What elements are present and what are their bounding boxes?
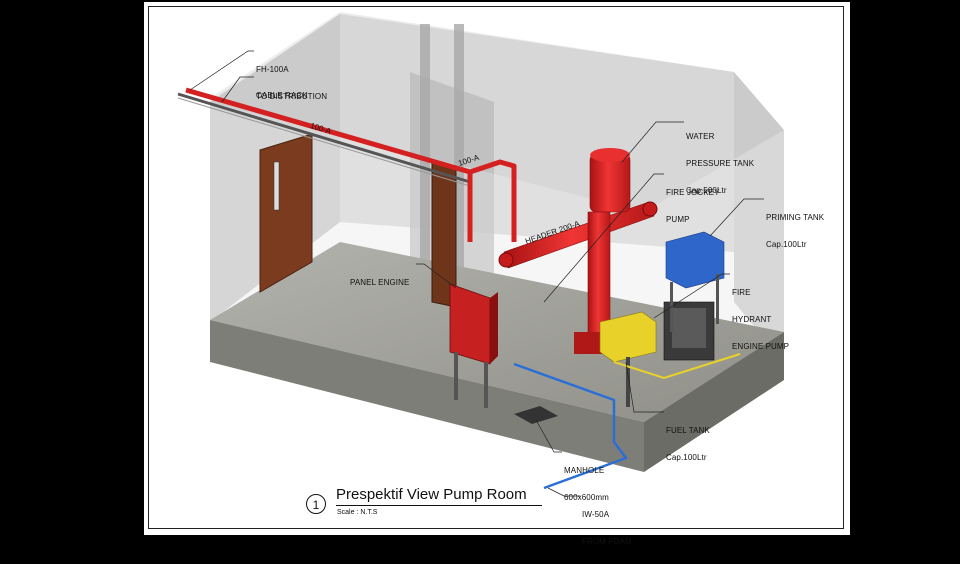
pump-room-perspective	[177, 12, 784, 497]
fuel-tank-leg	[626, 357, 630, 407]
leader-lines	[189, 50, 764, 497]
drawing-frame	[148, 6, 844, 529]
label-fuel-tank: FUEL TANK Cap.100Ltr	[666, 426, 710, 462]
panel-engine-side	[490, 292, 498, 364]
leader-hydrant	[653, 273, 730, 319]
label-water-pressure-tank: WATER PRESSURE TANK Cap.500Ltr	[686, 132, 755, 195]
pipe-fh100a	[185, 87, 517, 242]
column-1	[420, 24, 430, 264]
priming-tank	[665, 231, 725, 289]
tank-top	[590, 148, 630, 162]
leader-priming	[709, 198, 764, 237]
water-pressure-tank	[589, 153, 631, 213]
label-fh100a: FH-100A TO DISTRIBUTION	[256, 65, 328, 101]
leader-fh100a	[189, 50, 254, 91]
leader-iw50a	[547, 487, 580, 497]
label-cable-rack: CABLE RACK	[256, 91, 308, 100]
label-fire-jockey-pump: FIRE JOCKEY PUMP	[666, 188, 720, 224]
right-wall	[734, 72, 784, 362]
priming-stand-2	[716, 274, 719, 324]
view-number-circle: 1	[306, 494, 326, 514]
drawing-scale: Scale : N.T.S	[337, 509, 378, 516]
floor-side	[644, 332, 784, 472]
leader-cable-rack	[221, 76, 254, 103]
column-2	[454, 24, 464, 274]
header-flange-right	[642, 201, 658, 217]
header-flange-left	[498, 252, 514, 268]
fuel-tank	[599, 311, 657, 363]
pipe-iw50a	[513, 362, 628, 490]
label-priming-tank: PRIMING TANK Cap.100Ltr	[766, 213, 825, 249]
label-panel-engine: PANEL ENGINE	[350, 278, 410, 287]
leader-manhole	[535, 419, 562, 453]
floor-front	[210, 320, 644, 472]
label-fire-hydrant-engine-pump: FIRE HYDRANT ENGINE PUMP	[732, 288, 790, 351]
leader-fuel	[625, 361, 664, 413]
manhole-cover	[514, 406, 558, 424]
cable-rack	[177, 92, 471, 184]
drawing-title: Prespektif View Pump Room	[336, 486, 527, 503]
door-left-window	[273, 161, 280, 211]
drawing-sheet: FH-100A TO DISTRIBUTION CABLE RACK WATER…	[144, 2, 850, 546]
leader-water-tank	[621, 121, 684, 163]
panel-stand-1	[454, 352, 458, 400]
cable-rack-edge	[177, 97, 471, 187]
leader-jockey	[543, 173, 664, 303]
door-left	[259, 133, 313, 293]
panel-stand-2	[484, 362, 488, 408]
title-block: 1 Prespektif View Pump Room Scale : N.T.…	[306, 486, 556, 522]
title-underline	[336, 505, 542, 506]
label-manhole: MANHOLE 600x600mm	[564, 466, 609, 502]
label-iw50a: IW-50A FROM PDAM	[582, 510, 632, 546]
leader-panel	[416, 263, 457, 289]
engine-radiator	[672, 308, 706, 348]
yellow-cable	[613, 353, 741, 380]
